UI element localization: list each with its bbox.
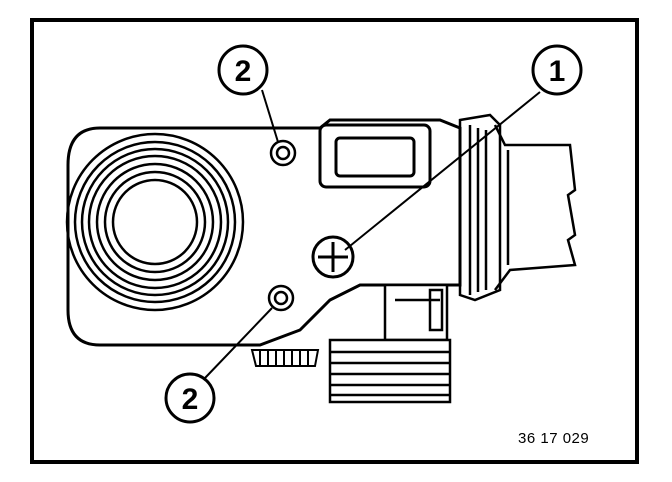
knurled-tab (250, 349, 320, 367)
phillips-screw (311, 235, 355, 279)
figure-reference-code: 36 17 029 (518, 430, 590, 447)
mounting-hole-lower-inner (273, 290, 289, 306)
mounting-hole-lower (267, 284, 295, 312)
mounting-hole-upper (269, 139, 297, 167)
leader-lines (204, 89, 541, 379)
lower-connector (328, 283, 452, 404)
callout-1: 1 (531, 44, 583, 96)
connector-plug (458, 113, 577, 302)
mounting-hole-upper-inner (275, 145, 291, 161)
terminal-window (318, 123, 432, 189)
mounting-holes (267, 139, 297, 312)
callout-2-lower: 2 (164, 372, 216, 424)
ring-assembly (65, 132, 245, 312)
callout-label: 2 (182, 383, 199, 416)
callout-label: 2 (235, 55, 252, 88)
callout-2-upper: 2 (217, 44, 269, 96)
callout-label: 1 (549, 55, 566, 88)
